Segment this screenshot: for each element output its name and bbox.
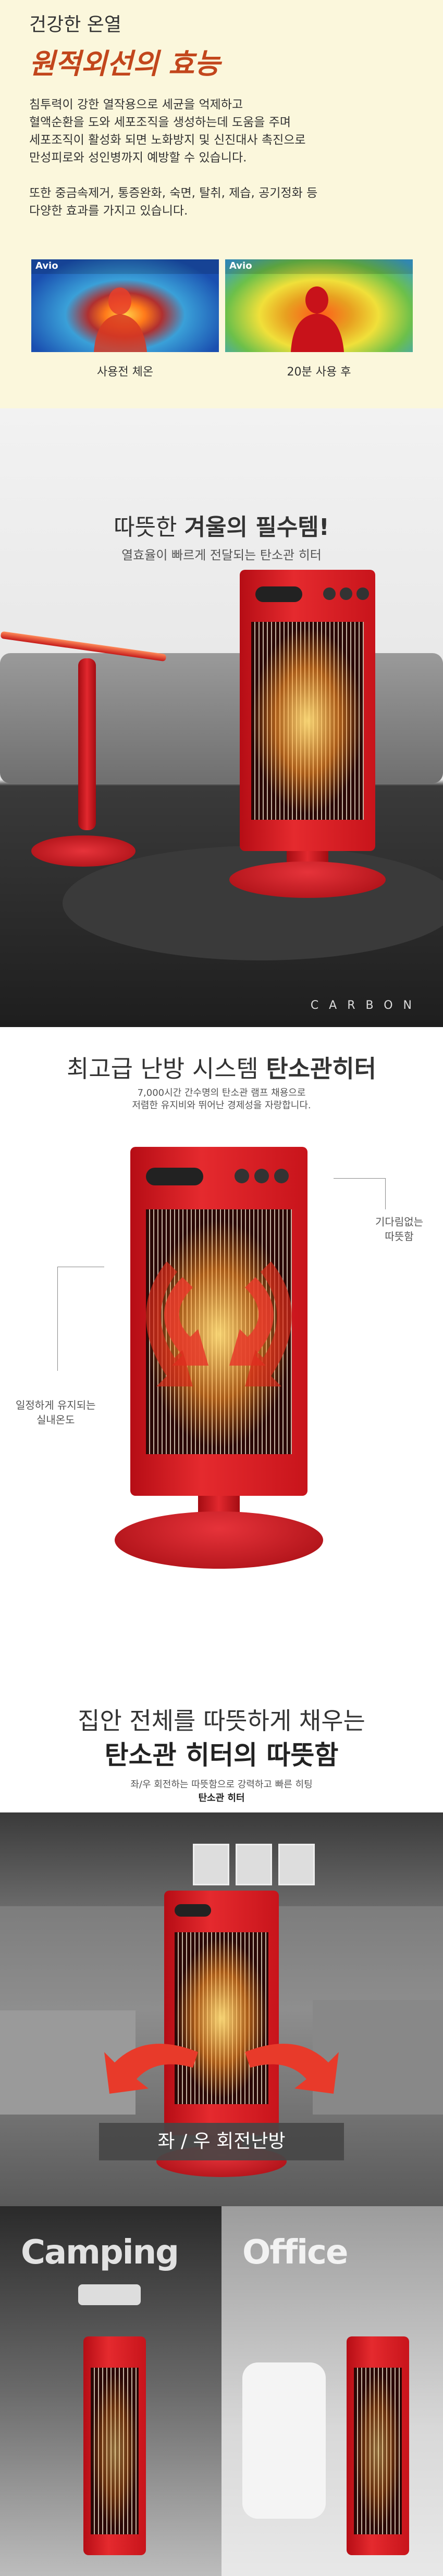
brand-logo: Avio: [35, 260, 58, 271]
section-headline: 따뜻한 겨울의 필수템!: [114, 514, 329, 541]
camping-label: Camping: [21, 2233, 179, 2272]
caravan-window: [78, 2284, 141, 2305]
benefit-paragraph-2: 또한 중금속제거, 통증완화, 숙면, 탈취, 제습, 공기정화 등 다양한 효…: [29, 186, 318, 218]
carbon-heater-image: [115, 1147, 323, 1574]
office-scene: Office: [221, 2206, 443, 2576]
section-headline: 최고급 난방 시스템 탄소관히터: [66, 1055, 377, 1083]
rug-image: [63, 846, 443, 960]
carbon-heater-image: [229, 570, 386, 898]
carbon-heater-image: [78, 2336, 151, 2576]
label-instant-warmth: 기다림없는 따뜻함: [375, 1216, 423, 1243]
carbon-heater-image: [341, 2336, 414, 2576]
rotation-arrows-icon: [104, 2044, 339, 2094]
callout-line: [57, 1267, 104, 1371]
camping-scene: Camping: [0, 2206, 221, 2576]
carbon-wordmark: CARBON: [310, 999, 422, 1012]
section-subtitle: 열효율이 빠르게 전달되는 탄소관 히터: [121, 548, 322, 562]
headline-line-2: 탄소관 히터의 따뜻함: [104, 1740, 339, 1770]
heater-knob: [356, 587, 369, 600]
heating-system-section: 최고급 난방 시스템 탄소관히터 7,000시간 간수명의 탄소관 램프 채용으…: [0, 1027, 443, 1647]
heater-knob: [254, 1169, 269, 1183]
section-title: 건강한 온열: [29, 14, 122, 35]
benefits-section: 건강한 온열 원적외선의 효능 침투력이 강한 열작용으로 세균을 억제하고 혈…: [0, 0, 443, 408]
office-label: Office: [242, 2233, 348, 2272]
rotation-heating-section: 좌 / 우 회전난방: [0, 1812, 443, 2206]
section-desc: 좌/우 회전하는 따뜻함으로 강력하고 빠른 히팅: [130, 1779, 313, 1790]
office-chair: [242, 2362, 326, 2519]
label-steady-temperature: 일정하게 유지되는 실내온도: [16, 1399, 96, 1426]
person-silhouette-icon: [291, 286, 344, 352]
fan-heater-base: [31, 835, 136, 867]
thermal-image-before: Avio: [31, 259, 219, 352]
heater-logo-badge: [146, 1168, 203, 1185]
fan-heater-stand: [78, 658, 96, 830]
winter-essential-section: 따뜻한 겨울의 필수템! 열효율이 빠르게 전달되는 탄소관 히터 CARBON: [0, 408, 443, 1027]
heater-logo-badge: [255, 586, 302, 602]
heater-knob: [274, 1169, 289, 1183]
callout-line: [334, 1178, 386, 1209]
rotation-caption: 좌 / 우 회전난방: [99, 2123, 344, 2160]
wall-frame: [236, 1844, 272, 1885]
thermal-image-after: Avio: [225, 259, 413, 352]
caption-after: 20분 사용 후: [287, 366, 351, 379]
usage-scenes-section: Camping Office: [0, 2206, 443, 2576]
section-desc-line: 저렴한 유지비와 뛰어난 경제성을 자랑합니다.: [132, 1100, 311, 1111]
heater-logo-badge: [175, 1904, 211, 1917]
carbon-heater-image: [156, 1891, 287, 2182]
whole-home-heading-section: 집안 전체를 따뜻하게 채우는 탄소관 히터의 따뜻함 좌/우 회전하는 따뜻함…: [0, 1647, 443, 1812]
wall-frame: [193, 1844, 229, 1885]
benefit-paragraph-1: 침투력이 강한 열작용으로 세균을 억제하고 혈액순환을 도와 세포조직을 생성…: [29, 98, 306, 165]
section-desc-bold: 탄소관 히터: [198, 1793, 245, 1804]
person-silhouette-icon: [94, 287, 147, 352]
section-desc-line: 7,000시간 간수명의 탄소관 램프 채용으로: [137, 1087, 306, 1098]
brand-logo: Avio: [229, 260, 252, 271]
heater-knob: [323, 587, 336, 600]
headline-line-1: 집안 전체를 따뜻하게 채우는: [78, 1707, 365, 1735]
heater-knob: [235, 1169, 249, 1183]
wall-frame: [278, 1844, 315, 1885]
section-title-script: 원적외선의 효능: [29, 47, 220, 80]
sofa-image: [0, 653, 443, 783]
heater-knob: [340, 587, 352, 600]
caption-before: 사용전 체온: [96, 366, 154, 379]
heat-wave-arrows-icon: [146, 1261, 292, 1386]
